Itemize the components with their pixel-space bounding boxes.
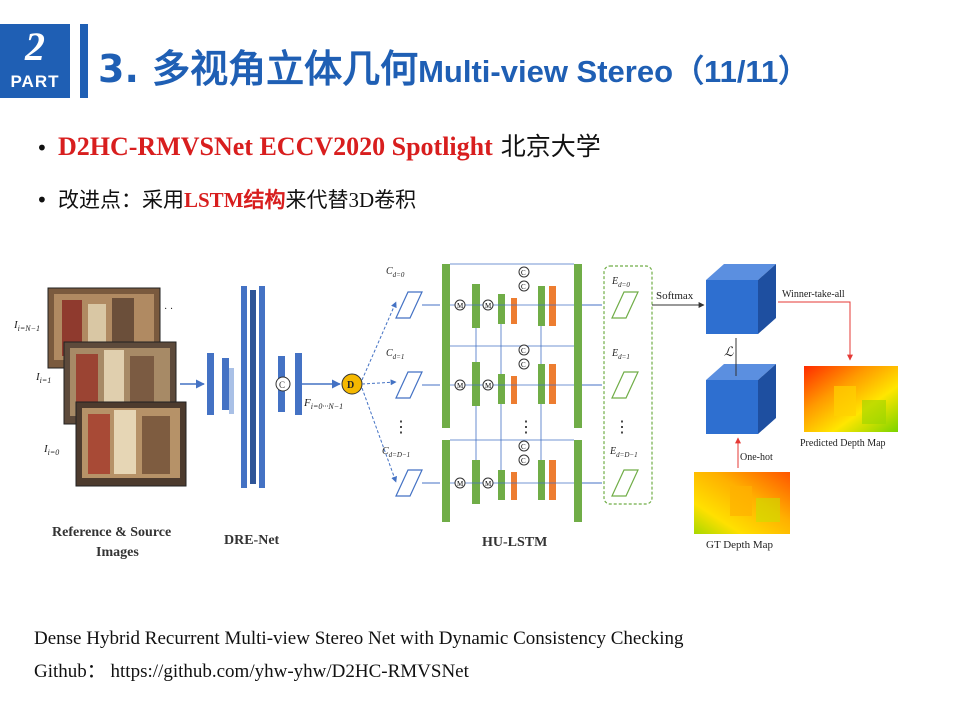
part-label: PART — [10, 72, 60, 91]
loss-label: ℒ — [724, 344, 734, 359]
svg-text:Cd=D−1: Cd=D−1 — [382, 446, 410, 459]
op-m: M — [485, 382, 492, 390]
output-slices — [611, 291, 639, 497]
vertical-dots: ⋮ — [393, 419, 409, 436]
svg-text:· ·: · · — [164, 304, 173, 315]
predicted-depth-map — [804, 366, 898, 432]
cost-c1-sub: d=1 — [393, 353, 405, 361]
label-ref-src: Reference & Source — [52, 525, 171, 540]
image-labels: Ii=N−1 Ii=1 Ii=0 — [13, 319, 59, 457]
cost-cD: C — [382, 446, 389, 457]
op-c: C — [521, 361, 526, 369]
label-i-sub: i=1 — [40, 376, 52, 385]
improvement-prefix: 改进点：采用 — [58, 188, 184, 212]
title-accent-bar — [80, 24, 88, 98]
concat-op: C — [279, 380, 285, 390]
slide-title: 3. 多视角立体几何Multi-view Stereo（11/11） — [98, 38, 809, 93]
svg-text:Cd=1: Cd=1 — [386, 348, 404, 361]
op-c: C — [521, 347, 526, 355]
winner-take-all-label: Winner-take-all — [782, 289, 845, 300]
paper-affiliation: 北京大学 — [492, 132, 601, 161]
label-i-sub: i=0 — [48, 448, 60, 457]
op-c: C — [521, 269, 526, 277]
op-c: C — [521, 457, 526, 465]
bullet-dot: • — [36, 188, 48, 212]
probability-volume-cube — [706, 264, 776, 334]
gt-depth-label: GT Depth Map — [706, 539, 774, 551]
hu-lstm-connections — [450, 263, 574, 484]
label-i: I — [35, 371, 41, 383]
op-m: M — [457, 480, 464, 488]
op-m: M — [457, 302, 464, 310]
svg-text:Ed=D−1: Ed=D−1 — [609, 446, 638, 459]
svg-text:Ed=0: Ed=0 — [611, 276, 630, 289]
svg-text:Cd=0: Cd=0 — [386, 266, 405, 279]
op-c: C — [521, 283, 526, 291]
label-hu-lstm: HU-LSTM — [482, 535, 547, 550]
predicted-depth-label: Predicted Depth Map — [800, 438, 886, 449]
feature-f-sub: i=0···N−1 — [311, 402, 343, 411]
gt-volume-cube — [706, 364, 776, 434]
cost-c0-sub: d=0 — [393, 271, 405, 279]
cost-slices — [395, 291, 423, 497]
label-i: I — [43, 443, 49, 455]
vertical-dots: ⋮ — [614, 419, 630, 436]
svg-text:Fi=0···N−1: Fi=0···N−1 — [303, 397, 343, 411]
label-dre-net: DRE-Net — [224, 533, 280, 548]
op-m: M — [457, 382, 464, 390]
bullet-paper: • D2HC-RMVSNet ECCV2020 Spotlight 北京大学 — [36, 127, 601, 163]
out-e1-sub: d=1 — [618, 353, 630, 361]
op-m: M — [485, 302, 492, 310]
op-m: M — [485, 480, 492, 488]
footer-paper-title: Dense Hybrid Recurrent Multi-view Stereo… — [34, 628, 684, 649]
hu-lstm-block — [442, 264, 582, 522]
lstm-ops: M M C C M M C C M M C C — [454, 266, 530, 489]
op-c: C — [521, 443, 526, 451]
differentiable-warp-op: D — [347, 380, 354, 391]
label-i-sub: i=N−1 — [18, 324, 40, 333]
part-badge: 2 PART — [0, 24, 70, 98]
out-eD-sub: d=D−1 — [616, 451, 638, 459]
label-images: Images — [96, 545, 139, 560]
gt-depth-map — [694, 472, 790, 534]
title-chinese: 3. 多视角立体几何 — [98, 47, 419, 91]
output-group — [603, 265, 653, 505]
cost-c1: C — [386, 348, 393, 359]
improvement-structure: 结构 — [243, 188, 286, 212]
feature-f: F — [303, 397, 311, 409]
svg-text:Ed=1: Ed=1 — [611, 348, 630, 361]
part-number: 2 — [25, 24, 45, 69]
label-i: I — [13, 319, 19, 331]
out-e0: E — [611, 276, 618, 287]
footer-github-link[interactable]: Github： https://github.com/yhw-yhw/D2HC-… — [34, 661, 469, 682]
cost-c0: C — [386, 266, 393, 277]
svg-text:Ii=1: Ii=1 — [35, 371, 51, 385]
out-e0-sub: d=0 — [618, 281, 630, 289]
architecture-figure: · · Ii=N−1 Ii=1 Ii=0 C Fi=0···N−1 D Cd=0… — [13, 263, 898, 560]
bullet-improvement: • 改进点：采用LSTM结构来代替3D卷积 — [36, 184, 416, 214]
input-images: · · — [47, 287, 187, 487]
softmax-label: Softmax — [656, 290, 694, 302]
improvement-suffix: 3D卷积 — [348, 188, 417, 212]
svg-text:Ii=0: Ii=0 — [43, 443, 59, 457]
improvement-lstm: LSTM — [184, 188, 244, 212]
one-hot-label: One-hot — [740, 452, 773, 463]
svg-text:Ii=N−1: Ii=N−1 — [13, 319, 40, 333]
improvement-mid: 来代替 — [285, 188, 349, 212]
cost-cD-sub: d=D−1 — [389, 451, 411, 459]
title-english: Multi-view Stereo（11/11） — [418, 54, 810, 89]
out-eD: E — [609, 446, 616, 457]
paper-name: D2HC-RMVSNet ECCV2020 Spotlight — [58, 132, 493, 161]
vertical-dots: ⋮ — [518, 419, 534, 436]
bullet-dot: • — [36, 136, 48, 160]
out-e1: E — [611, 348, 618, 359]
